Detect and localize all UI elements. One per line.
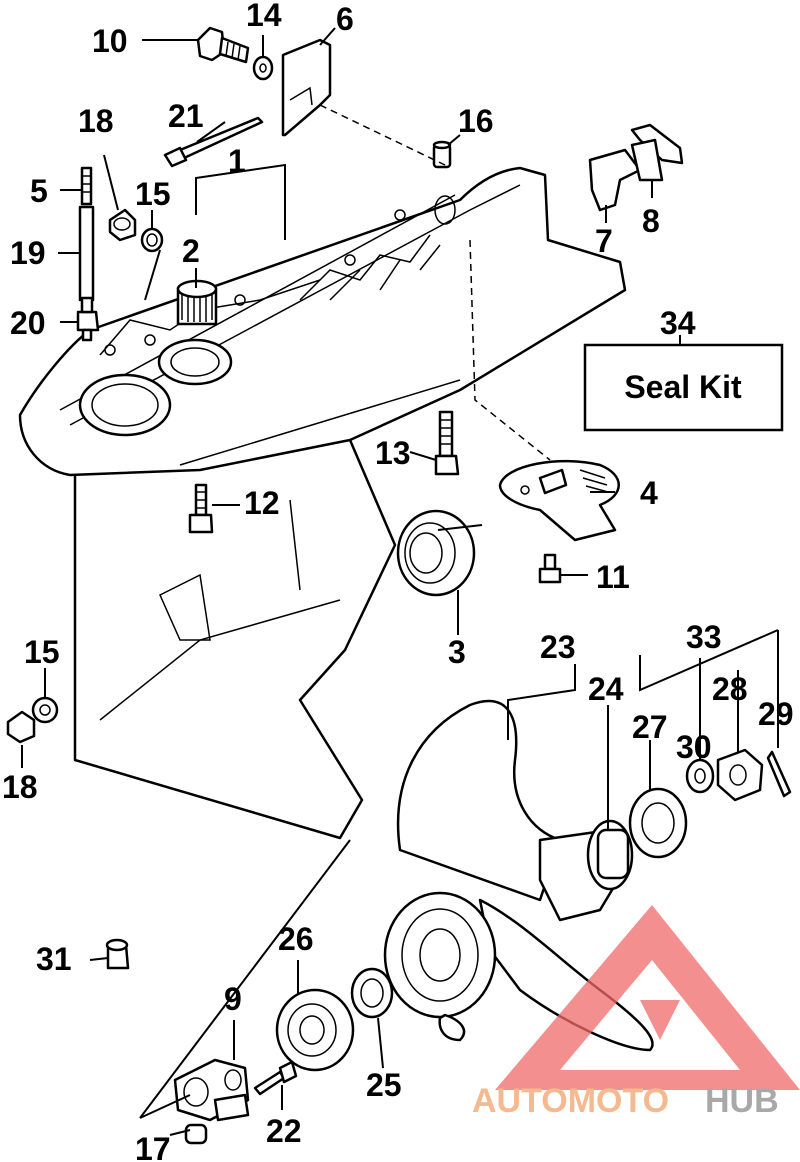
- callout-4: 4: [640, 475, 658, 511]
- callout-6: 6: [336, 1, 354, 37]
- seal-kit-label: Seal Kit: [624, 369, 742, 405]
- thrust-bushing-26: [275, 988, 355, 1072]
- rod-19: [78, 205, 95, 302]
- washer-15-top: [140, 227, 164, 253]
- alignment-line: [319, 104, 446, 166]
- alignment-line: [469, 239, 551, 461]
- callout-10: 10: [92, 23, 128, 59]
- pin-16: [432, 140, 452, 169]
- callout-22: 22: [266, 1113, 302, 1149]
- callout-31: 31: [36, 941, 72, 977]
- thrust-washer-27: [628, 787, 688, 859]
- screw-11: [538, 553, 562, 584]
- trim-tab-4: [498, 459, 620, 542]
- seal-3: [396, 509, 476, 597]
- callout-2: 2: [182, 233, 200, 269]
- spacer-25: [350, 967, 394, 1019]
- callout-9: 9: [224, 981, 242, 1017]
- drain-plug-18-lower: [6, 710, 36, 744]
- callout-33: 33: [686, 619, 722, 655]
- callout-21: 21: [168, 98, 204, 134]
- screw-22: [253, 1060, 298, 1096]
- screw-12: [188, 483, 214, 534]
- watermark-logo: [495, 905, 800, 1090]
- callout-24: 24: [588, 671, 624, 707]
- callout-15-top: 15: [135, 176, 171, 212]
- callout-13: 13: [375, 435, 411, 471]
- callout-14: 14: [246, 0, 282, 33]
- callout-11: 11: [596, 559, 630, 595]
- callout-12: 12: [244, 485, 280, 521]
- bracket-8: [630, 123, 684, 182]
- callout-29: 29: [758, 696, 794, 732]
- callout-34: 34: [660, 305, 696, 341]
- anode-6: [281, 38, 332, 137]
- callout-15-lower: 15: [24, 634, 60, 670]
- callout-3: 3: [448, 634, 466, 670]
- callout-8: 8: [642, 203, 660, 239]
- drain-plug-18-top: [108, 208, 137, 242]
- cover-7: [588, 148, 642, 212]
- seal-kit-box: [583, 343, 784, 432]
- prop-nut-28: [716, 748, 764, 802]
- washer-14: [252, 55, 274, 81]
- bearing-sleeve: [176, 279, 218, 326]
- plug-31: [105, 938, 130, 970]
- callout-25: 25: [366, 1067, 402, 1103]
- gearcase-housing: [18, 166, 627, 840]
- callout-23: 23: [540, 629, 576, 665]
- callout-17: 17: [135, 1131, 171, 1162]
- cotter-pin-29: [766, 750, 792, 798]
- fitting-20: [76, 296, 100, 342]
- callout-27: 27: [632, 709, 668, 745]
- callout-1: 1: [228, 143, 246, 179]
- watermark-triangle-icon: [495, 905, 800, 1090]
- watermark-text-automoto: AUTOMOTO: [472, 1082, 669, 1120]
- washer-15-lower: [31, 696, 59, 724]
- callout-18-top: 18: [78, 103, 114, 139]
- pin-17: [184, 1123, 208, 1145]
- leader-lines: [21, 27, 779, 1136]
- callout-20: 20: [10, 305, 46, 341]
- callout-26: 26: [278, 921, 314, 957]
- bolt-10: [196, 26, 250, 64]
- watermark-text-hub: HUB: [705, 1082, 779, 1120]
- callout-16: 16: [458, 103, 494, 139]
- tie-strap-21: [163, 116, 264, 168]
- callout-18-lower: 18: [2, 769, 38, 805]
- callout-19: 19: [10, 235, 46, 271]
- callout-30: 30: [676, 729, 712, 765]
- callout-28: 28: [712, 671, 748, 707]
- bolt-13: [434, 410, 460, 476]
- callout-5: 5: [30, 173, 48, 209]
- stud-5: [80, 166, 93, 206]
- clamp-9: [173, 1058, 250, 1122]
- callout-7: 7: [595, 223, 613, 259]
